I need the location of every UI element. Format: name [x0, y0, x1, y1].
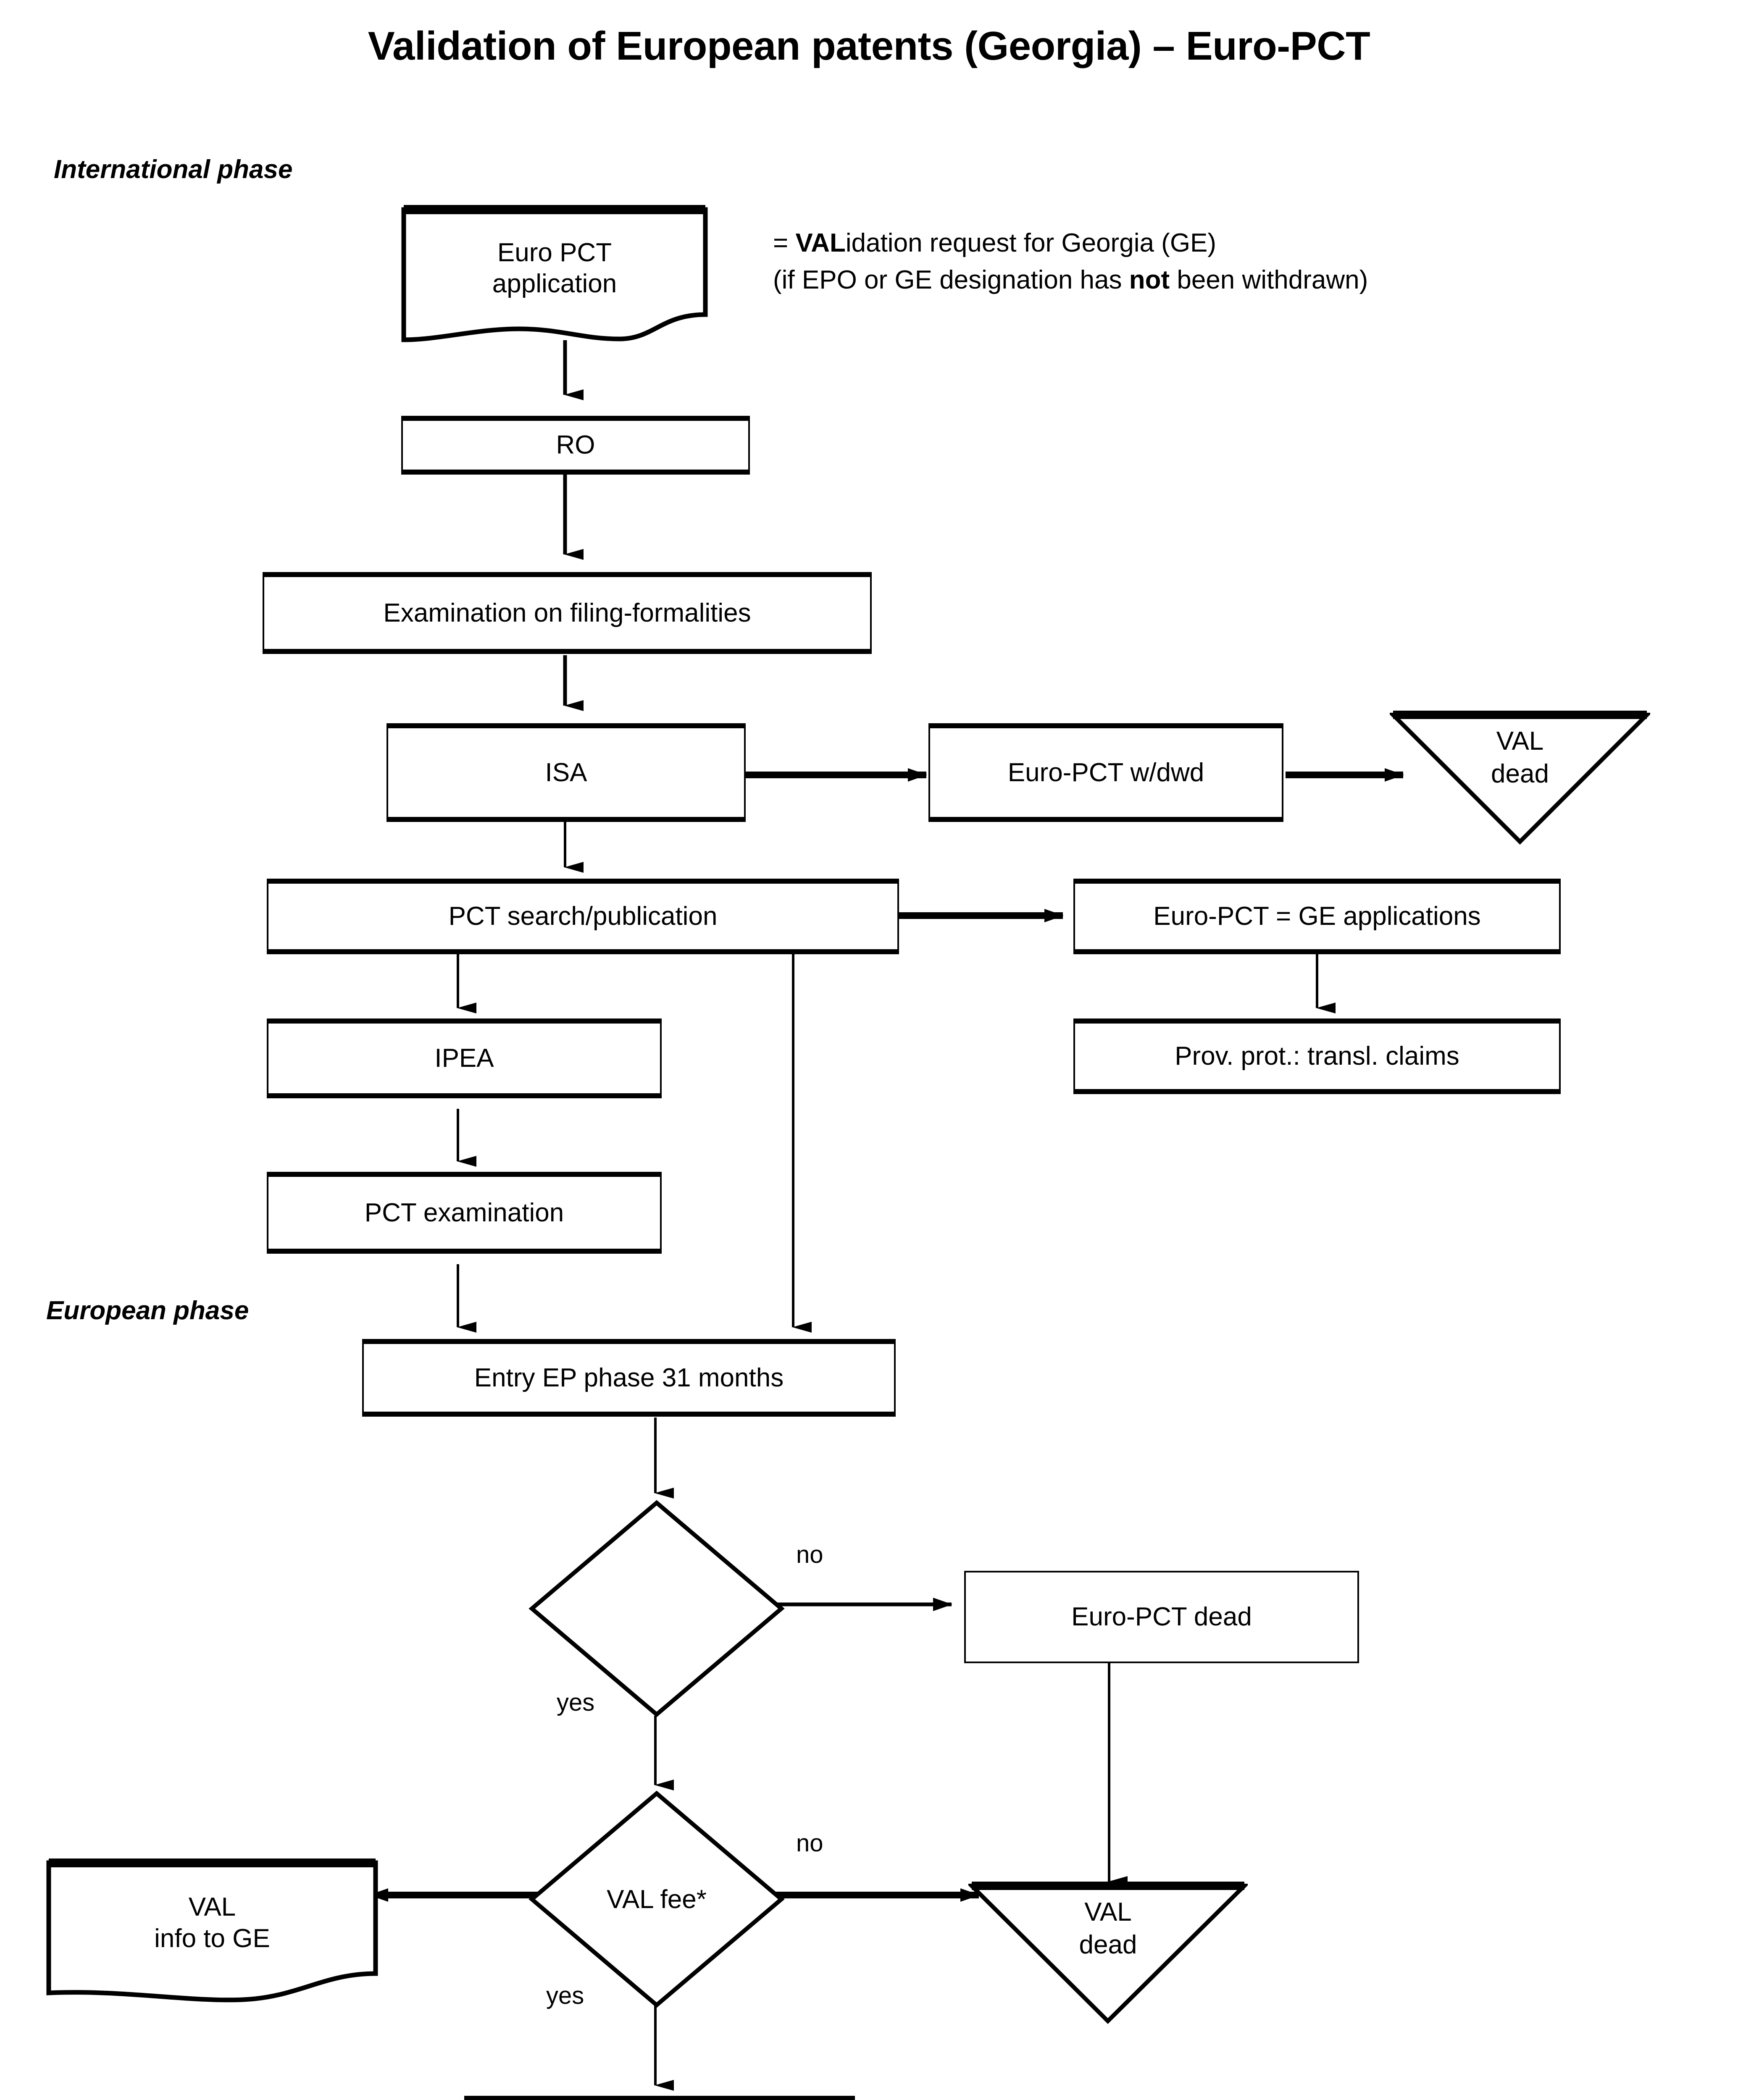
node-ep-examination[interactable]: EP examination [464, 2096, 855, 2100]
node-decision-blank[interactable] [528, 1499, 785, 1718]
node-label-text: VAL info to GE [154, 1893, 270, 1953]
node-label: Euro-PCT w/dwd [1007, 758, 1204, 787]
node-isa[interactable]: ISA [387, 723, 746, 822]
note-equals: = [773, 228, 796, 257]
note-val-bold: VAL [795, 228, 846, 257]
node-label: Prov. prot.: transl. claims [1175, 1042, 1459, 1071]
note-not-bold: not [1129, 265, 1170, 295]
note-line1-rest: idation request for Georgia (GE) [845, 228, 1217, 257]
node-label: PCT search/publication [448, 902, 718, 931]
node-prov-prot-transl-claims[interactable]: Prov. prot.: transl. claims [1073, 1018, 1561, 1094]
node-label: RO [556, 430, 595, 460]
node-label-text: VAL dead [1079, 1898, 1137, 1959]
edge-label-decision2-yes: yes [546, 1982, 584, 2009]
page-title: Validation of European patents (Georgia)… [368, 24, 1370, 68]
document-shape-icon [46, 1858, 378, 2003]
diamond-shape-icon [528, 1790, 785, 2008]
node-label: Examination on filing-formalities [383, 598, 751, 627]
edge-label-decision2-no: no [796, 1830, 823, 1857]
phase-label-international: International phase [54, 155, 293, 184]
node-ro[interactable]: RO [401, 416, 750, 475]
document-shape-icon [401, 205, 708, 342]
node-val-info-to-ge[interactable]: VAL info to GE [46, 1858, 378, 2003]
node-label-text: Euro PCT application [492, 238, 617, 298]
node-label: VAL info to GE [46, 1892, 378, 1970]
node-val-dead-top[interactable]: VAL dead [1390, 711, 1650, 845]
node-label: VAL dead [968, 1882, 1248, 1961]
triangle-terminator-icon [968, 1882, 1248, 2024]
node-label: Entry EP phase 31 months [474, 1363, 784, 1392]
node-label: Euro-PCT = GE applications [1153, 902, 1481, 931]
validation-request-note: = VALidation request for Georgia (GE) (i… [773, 225, 1368, 299]
node-entry-ep-phase[interactable]: Entry EP phase 31 months [362, 1339, 896, 1417]
node-euro-pct-wdwd[interactable]: Euro-PCT w/dwd [928, 723, 1283, 822]
phase-label-european: European phase [46, 1296, 249, 1325]
node-label: VAL fee* [607, 1885, 707, 1914]
node-label: IPEA [434, 1044, 494, 1073]
node-euro-pct-dead[interactable]: Euro-PCT dead [964, 1571, 1359, 1663]
edge-label-decision1-no: no [796, 1541, 823, 1568]
node-pct-examination[interactable]: PCT examination [267, 1172, 662, 1254]
note-line2-rest: been withdrawn) [1170, 265, 1368, 295]
note-line-2: (if EPO or GE designation has not been w… [773, 262, 1368, 299]
node-label: VAL dead [1390, 711, 1650, 790]
diamond-shape-icon [528, 1500, 785, 1717]
node-label: ISA [545, 758, 587, 787]
note-line2-prefix: (if EPO or GE designation has [773, 265, 1129, 295]
node-euro-pct-application[interactable]: Euro PCT application [401, 205, 708, 343]
node-decision-val-fee[interactable]: VAL fee* [528, 1790, 785, 2008]
node-label: Euro PCT application [401, 237, 708, 311]
node-val-dead-bottom[interactable]: VAL dead [968, 1882, 1248, 2024]
node-label-text: VAL dead [1491, 727, 1549, 788]
node-label: PCT examination [364, 1198, 564, 1227]
node-label: Euro-PCT dead [1071, 1602, 1252, 1632]
node-examination-on-filing-formalities[interactable]: Examination on filing-formalities [263, 572, 872, 654]
note-line-1: = VALidation request for Georgia (GE) [773, 225, 1368, 262]
edge-label-decision1-yes: yes [557, 1689, 595, 1716]
triangle-terminator-icon [1390, 711, 1650, 845]
node-pct-search-publication[interactable]: PCT search/publication [267, 879, 899, 954]
node-ipea[interactable]: IPEA [267, 1018, 662, 1098]
node-euro-pct-ge-applications[interactable]: Euro-PCT = GE applications [1073, 879, 1561, 954]
